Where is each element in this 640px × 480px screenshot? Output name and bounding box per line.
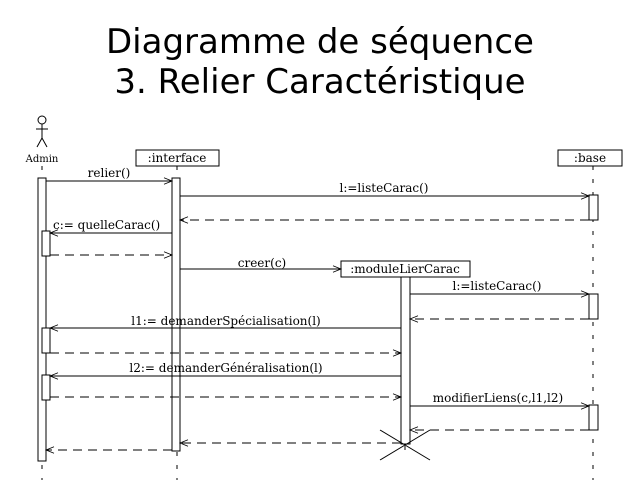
message-label: l:=listeCarac() (339, 181, 428, 195)
actor-admin: Admin (25, 115, 59, 165)
participant-interface-label: :interface (148, 151, 207, 165)
participant-base-label: :base (574, 151, 606, 165)
activation-module (400, 276, 411, 445)
message-demander-specialisation: l1:= demanderSpécialisation(l) (48, 314, 401, 332)
message-quellecarac: c:= quelleCarac() (48, 218, 172, 237)
title-line-2: 3. Relier Caractéristique (114, 62, 526, 102)
message-listecarac-2: l:=listeCarac() (410, 279, 591, 298)
participant-interface: :interface (135, 149, 220, 167)
message-relier: relier() (46, 166, 174, 185)
message-label: l2:= demanderGénéralisation(l) (129, 361, 322, 375)
activation-interface (171, 177, 181, 452)
message-label: c:= quelleCarac() (53, 218, 160, 232)
participant-base: :base (557, 149, 623, 167)
participant-module: :moduleLierCarac (340, 260, 471, 278)
message-listecarac-1: l:=listeCarac() (180, 181, 591, 200)
activation-admin-quelle (41, 230, 51, 257)
participant-module-label: :moduleLierCarac (350, 262, 460, 276)
message-modifier-liens: modifierLiens(c,l1,l2) (410, 391, 591, 410)
destroy-icon (379, 429, 431, 461)
message-creer: creer(c) (180, 256, 343, 273)
message-label: relier() (88, 166, 131, 180)
activation-base-3 (588, 404, 599, 431)
message-label: creer(c) (238, 256, 286, 270)
message-label: l:=listeCarac() (452, 279, 541, 293)
message-label: l1:= demanderSpécialisation(l) (131, 314, 320, 328)
stick-figure-icon (36, 115, 48, 148)
activation-admin-spec (41, 327, 51, 354)
message-label: modifierLiens(c,l1,l2) (433, 391, 563, 405)
activation-base-1 (588, 194, 599, 221)
activation-base-2 (588, 293, 599, 320)
actor-label: Admin (25, 154, 59, 165)
title-line-1: Diagramme de séquence (106, 22, 534, 62)
diagram-title: Diagramme de séquence 3. Relier Caractér… (0, 22, 640, 102)
message-demander-generalisation: l2:= demanderGénéralisation(l) (48, 361, 401, 380)
activation-admin-gen (41, 374, 51, 401)
activation-admin (37, 177, 47, 462)
